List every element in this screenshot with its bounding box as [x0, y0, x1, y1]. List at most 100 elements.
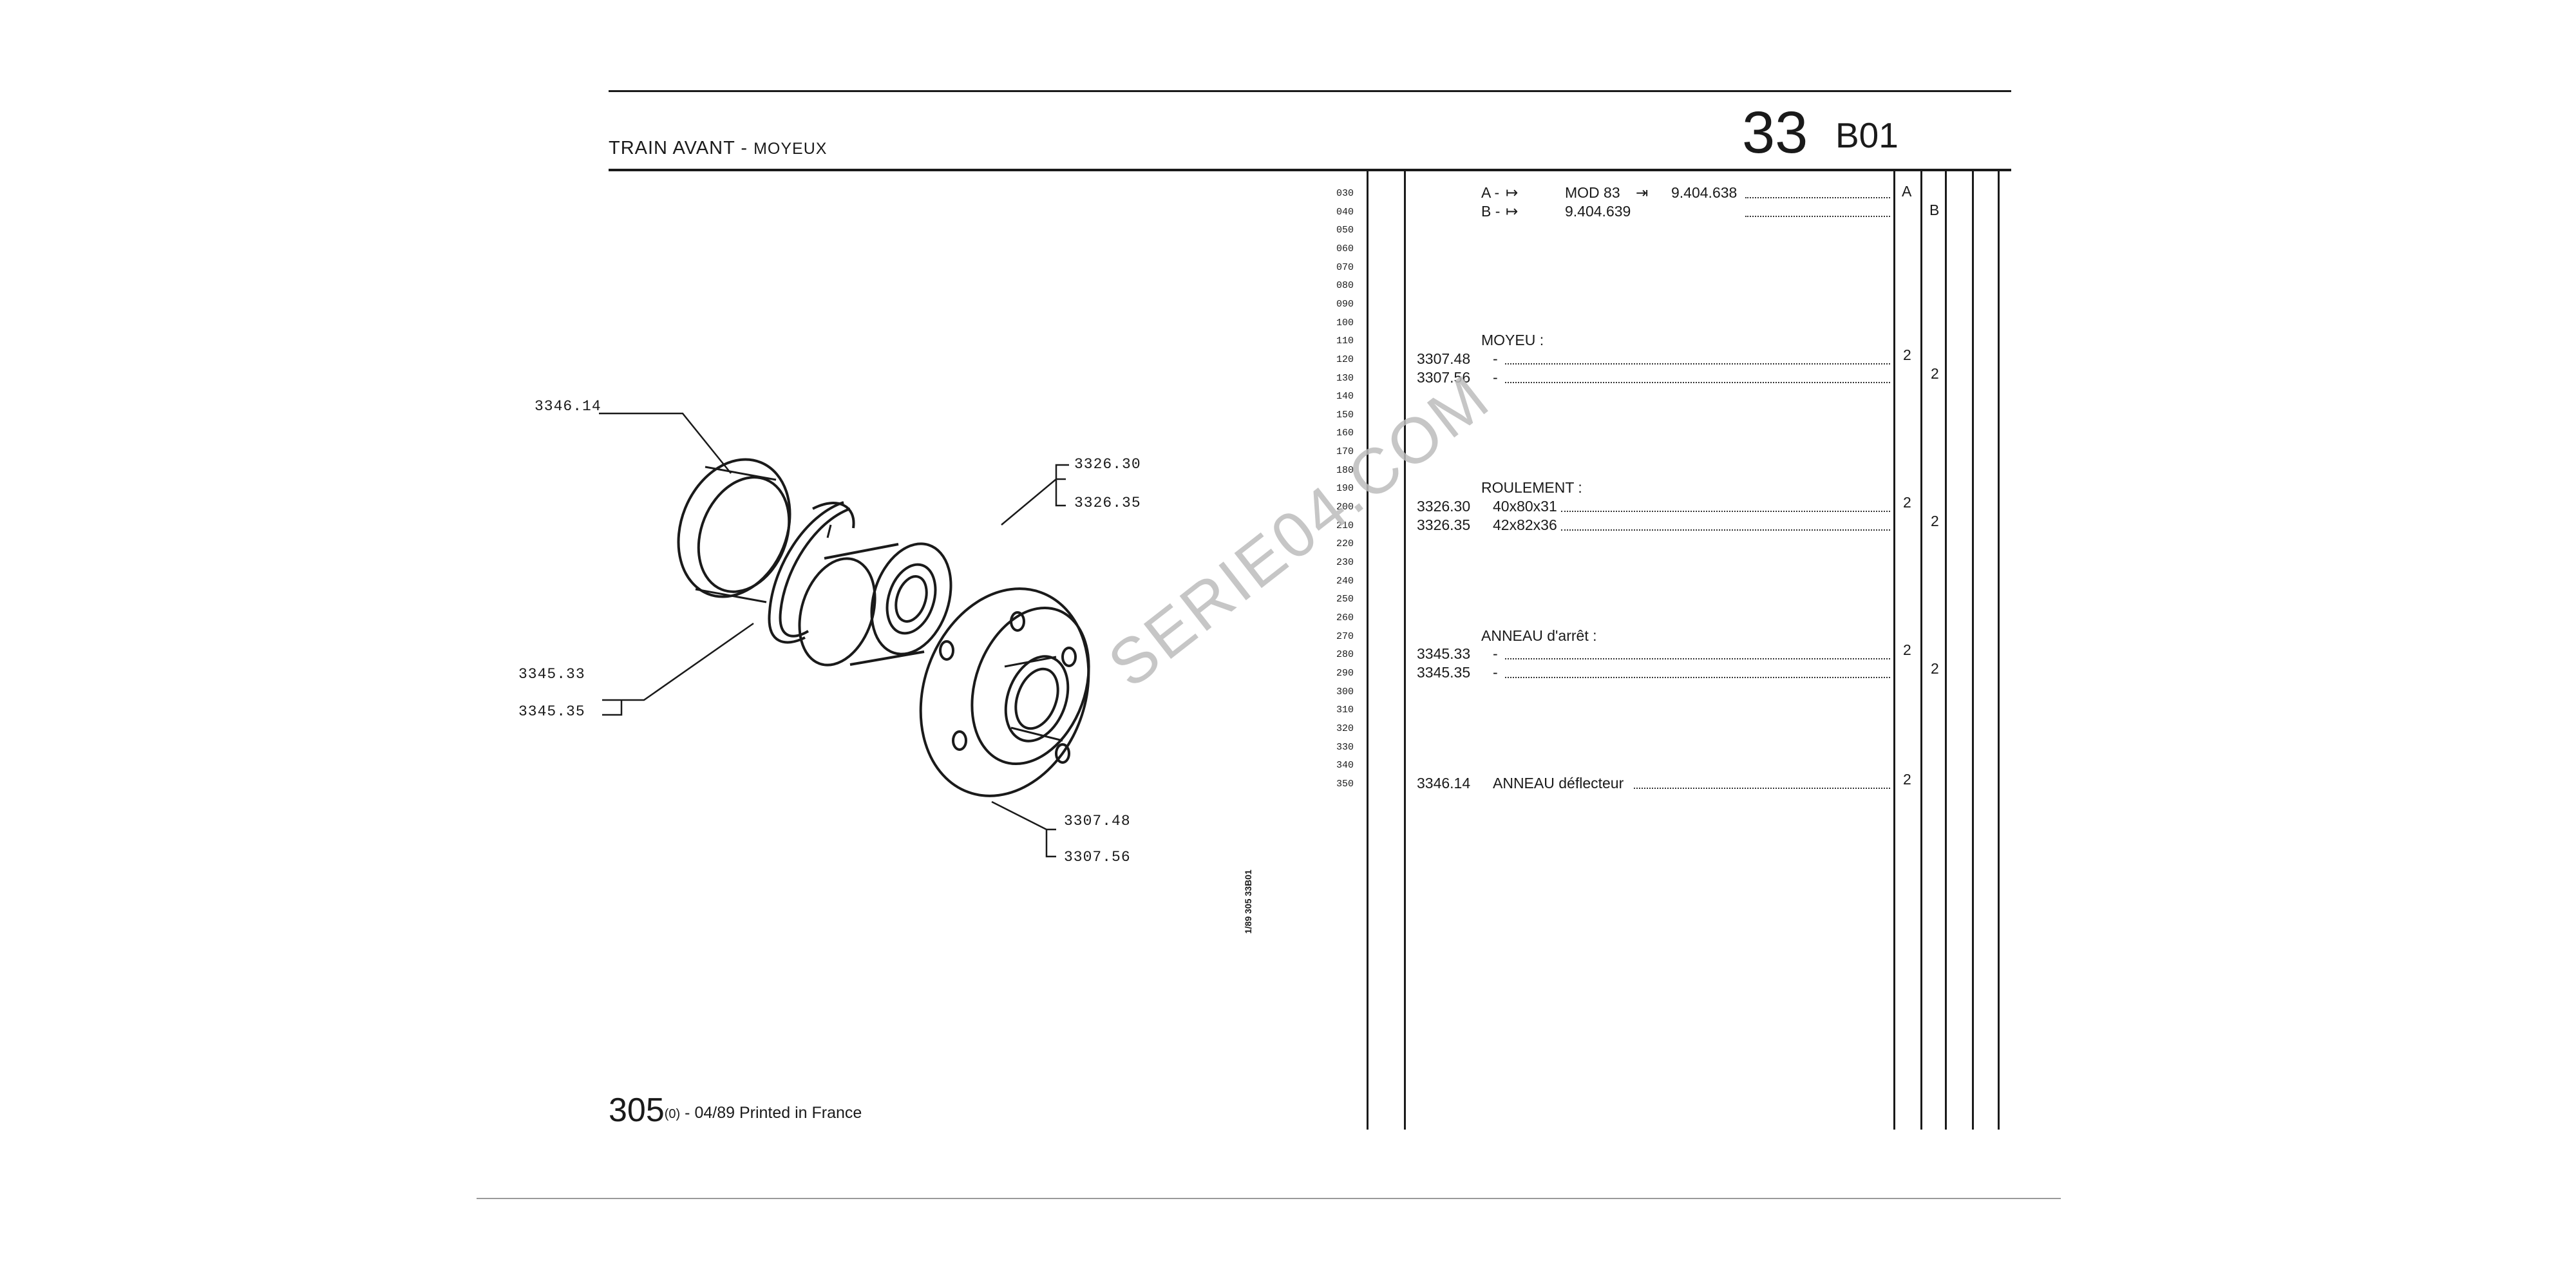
line-number: 210 — [1336, 520, 1354, 531]
group-heading: ANNEAU d'arrêt : — [1481, 627, 1597, 644]
col-rule-qty-c — [1945, 171, 1947, 1130]
quantity: 2 — [1903, 346, 1911, 363]
col-rule-linenum — [1367, 171, 1368, 1130]
header-rule — [609, 169, 2011, 171]
line-number: 170 — [1336, 446, 1354, 458]
line-number: 280 — [1336, 649, 1354, 661]
line-number: 060 — [1336, 243, 1354, 254]
applicability-prefix: A - — [1481, 184, 1500, 201]
line-number: 310 — [1336, 705, 1354, 716]
quantity: 2 — [1931, 512, 1939, 529]
applicability-column-a: A — [1902, 183, 1912, 200]
part-number: 3345.35 — [1417, 663, 1471, 681]
callout-ring-b: 3345.35 — [518, 703, 585, 720]
part-description: ANNEAU déflecteur — [1493, 774, 1624, 791]
title-main: TRAIN AVANT - — [609, 138, 748, 158]
footer-rest: - 04/89 Printed in France — [685, 1104, 862, 1122]
part-description: - — [1493, 368, 1498, 386]
quantity: 2 — [1903, 641, 1911, 659]
page-footer: 305(0) - 04/89 Printed in France — [609, 1091, 862, 1130]
line-number: 080 — [1336, 280, 1354, 292]
part-description: 42x82x36 — [1493, 516, 1557, 533]
line-number: 300 — [1336, 686, 1354, 697]
line-number: 040 — [1336, 206, 1354, 218]
applicability-text: MOD 83 — [1565, 184, 1620, 201]
leader-dots — [1745, 197, 1890, 198]
leader-lines — [599, 412, 1069, 858]
line-number: 290 — [1336, 667, 1354, 679]
section-number: 33 — [1742, 100, 1808, 166]
line-number: 350 — [1336, 778, 1354, 790]
applicability-text: 9.404.639 — [1565, 202, 1631, 220]
line-number: 090 — [1336, 298, 1354, 310]
part-description: - — [1493, 645, 1498, 663]
applicability-arrow-icon: ↦ — [1506, 184, 1519, 201]
quantity: 2 — [1931, 365, 1939, 382]
col-rule-right — [1998, 171, 2000, 1130]
line-number: 250 — [1336, 594, 1354, 605]
line-number: 270 — [1336, 630, 1354, 642]
leader-dots — [1745, 215, 1890, 217]
leader-dots — [1561, 529, 1890, 531]
group-heading: MOYEU : — [1481, 332, 1544, 349]
applicability-prefix: B - — [1481, 202, 1501, 220]
callout-hub-b: 3307.56 — [1064, 849, 1131, 866]
line-number: 330 — [1336, 741, 1354, 753]
line-number: 140 — [1336, 391, 1354, 402]
line-number: 100 — [1336, 317, 1354, 328]
line-number: 050 — [1336, 225, 1354, 236]
part-number: 3326.35 — [1417, 516, 1471, 533]
line-number: 240 — [1336, 575, 1354, 587]
col-rule-qty-a — [1893, 171, 1895, 1130]
part-description: - — [1493, 350, 1498, 367]
title-sub: MOYEUX — [753, 140, 828, 158]
deflector-ring-shape — [677, 458, 791, 603]
snap-ring-shape — [768, 501, 855, 644]
applicability-end-arrow-icon: ⇥ — [1636, 184, 1649, 201]
group-heading: ROULEMENT : — [1481, 479, 1582, 497]
callout-deflector: 3346.14 — [535, 398, 601, 415]
line-number: 110 — [1336, 336, 1354, 347]
line-number: 320 — [1336, 723, 1354, 734]
footer-model: 305 — [609, 1092, 665, 1129]
hub-flange-shape — [919, 587, 1090, 797]
line-number: 180 — [1336, 464, 1354, 476]
quantity: 2 — [1903, 770, 1911, 788]
part-description: 40x80x31 — [1493, 498, 1557, 515]
line-number: 150 — [1336, 409, 1354, 421]
line-number: 340 — [1336, 760, 1354, 772]
leader-dots — [1561, 511, 1890, 513]
bearing-shape — [798, 542, 952, 667]
bottom-rule — [477, 1198, 2061, 1199]
applicability-arrow-icon: ↦ — [1506, 202, 1519, 220]
callout-hub-a: 3307.48 — [1064, 813, 1131, 829]
leader-dots — [1504, 658, 1890, 660]
callout-ring-a: 3345.33 — [518, 666, 585, 683]
line-number: 190 — [1336, 483, 1354, 495]
line-number: 070 — [1336, 261, 1354, 273]
line-number: 230 — [1336, 557, 1354, 568]
side-reference: 1/89 305 33B01 — [1243, 869, 1253, 934]
leader-dots — [1633, 787, 1890, 789]
page-title: TRAIN AVANT - MOYEUX — [609, 138, 827, 159]
col-rule-qty-d — [1972, 171, 1974, 1130]
part-number: 3345.33 — [1417, 645, 1471, 663]
leader-dots — [1504, 381, 1890, 383]
leader-dots — [1504, 363, 1890, 365]
quantity: 2 — [1903, 494, 1911, 511]
callout-bearing-b: 3326.35 — [1074, 495, 1141, 511]
part-number: 3307.56 — [1417, 368, 1471, 386]
callout-bearing-a: 3326.30 — [1074, 456, 1141, 473]
line-number: 120 — [1336, 354, 1354, 365]
section-code: B01 — [1835, 115, 1899, 155]
part-description: - — [1493, 663, 1498, 681]
line-number: 220 — [1336, 538, 1354, 550]
top-rule — [609, 90, 2011, 92]
part-number: 3346.14 — [1417, 774, 1471, 791]
line-number: 030 — [1336, 188, 1354, 199]
leader-dots — [1504, 676, 1890, 678]
footer-variant: (0) — [664, 1107, 681, 1121]
applicability-column-b: B — [1929, 201, 1940, 218]
